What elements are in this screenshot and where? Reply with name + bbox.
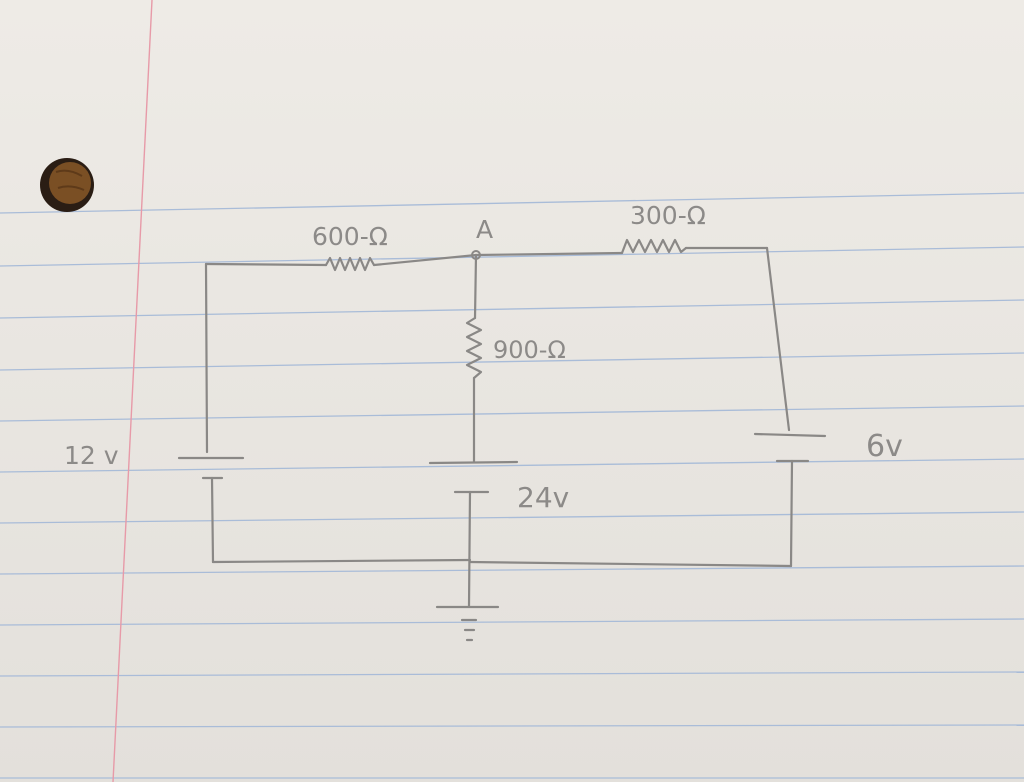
label-12v: 12 v bbox=[64, 441, 119, 470]
ruled-line bbox=[0, 511, 1024, 524]
battery-24v-long-plate bbox=[428, 460, 519, 465]
ruled-line bbox=[0, 192, 1024, 214]
wire-bottom-right bbox=[468, 560, 793, 568]
wire-bottom-left bbox=[211, 558, 472, 564]
wire-24v-to-ground bbox=[467, 490, 472, 608]
wood-grain bbox=[55, 169, 85, 191]
ground-symbol bbox=[435, 605, 500, 642]
resistor-300-zigzag bbox=[620, 238, 688, 255]
ruled-line bbox=[0, 299, 1024, 319]
resistor-600-zigzag bbox=[324, 256, 376, 272]
wire-to-node-a bbox=[372, 253, 478, 267]
ruled-line bbox=[0, 458, 1024, 473]
battery-6v-long-plate bbox=[753, 432, 827, 438]
label-300-ohm: 300-Ω bbox=[630, 201, 706, 230]
wire-right-vertical bbox=[765, 246, 791, 432]
label-24v: 24v bbox=[517, 481, 569, 514]
ruled-line bbox=[0, 724, 1024, 728]
ruled-line bbox=[0, 565, 1024, 575]
ruled-line bbox=[0, 246, 1024, 267]
label-node-a: A bbox=[476, 215, 493, 244]
wire-left-lower bbox=[210, 476, 215, 564]
wire-node-a-down bbox=[473, 253, 478, 320]
wire-left-vertical bbox=[204, 262, 209, 454]
binder-hole-wood bbox=[49, 162, 91, 204]
ruled-line bbox=[0, 618, 1024, 626]
wire-top-left bbox=[204, 262, 328, 267]
binder-hole bbox=[40, 158, 94, 212]
resistor-900-zigzag bbox=[465, 316, 483, 380]
margin-line bbox=[112, 0, 153, 782]
ruled-line bbox=[0, 671, 1024, 677]
label-900-ohm: 900-Ω bbox=[493, 336, 566, 364]
wire-node-a-to-300 bbox=[474, 251, 624, 257]
label-600-ohm: 600-Ω bbox=[312, 222, 388, 251]
ruled-line bbox=[0, 405, 1024, 422]
label-6v: 6v bbox=[866, 429, 903, 464]
ruled-line bbox=[0, 352, 1024, 371]
ruled-lines bbox=[0, 192, 1024, 779]
wire-right-lower bbox=[789, 459, 794, 568]
